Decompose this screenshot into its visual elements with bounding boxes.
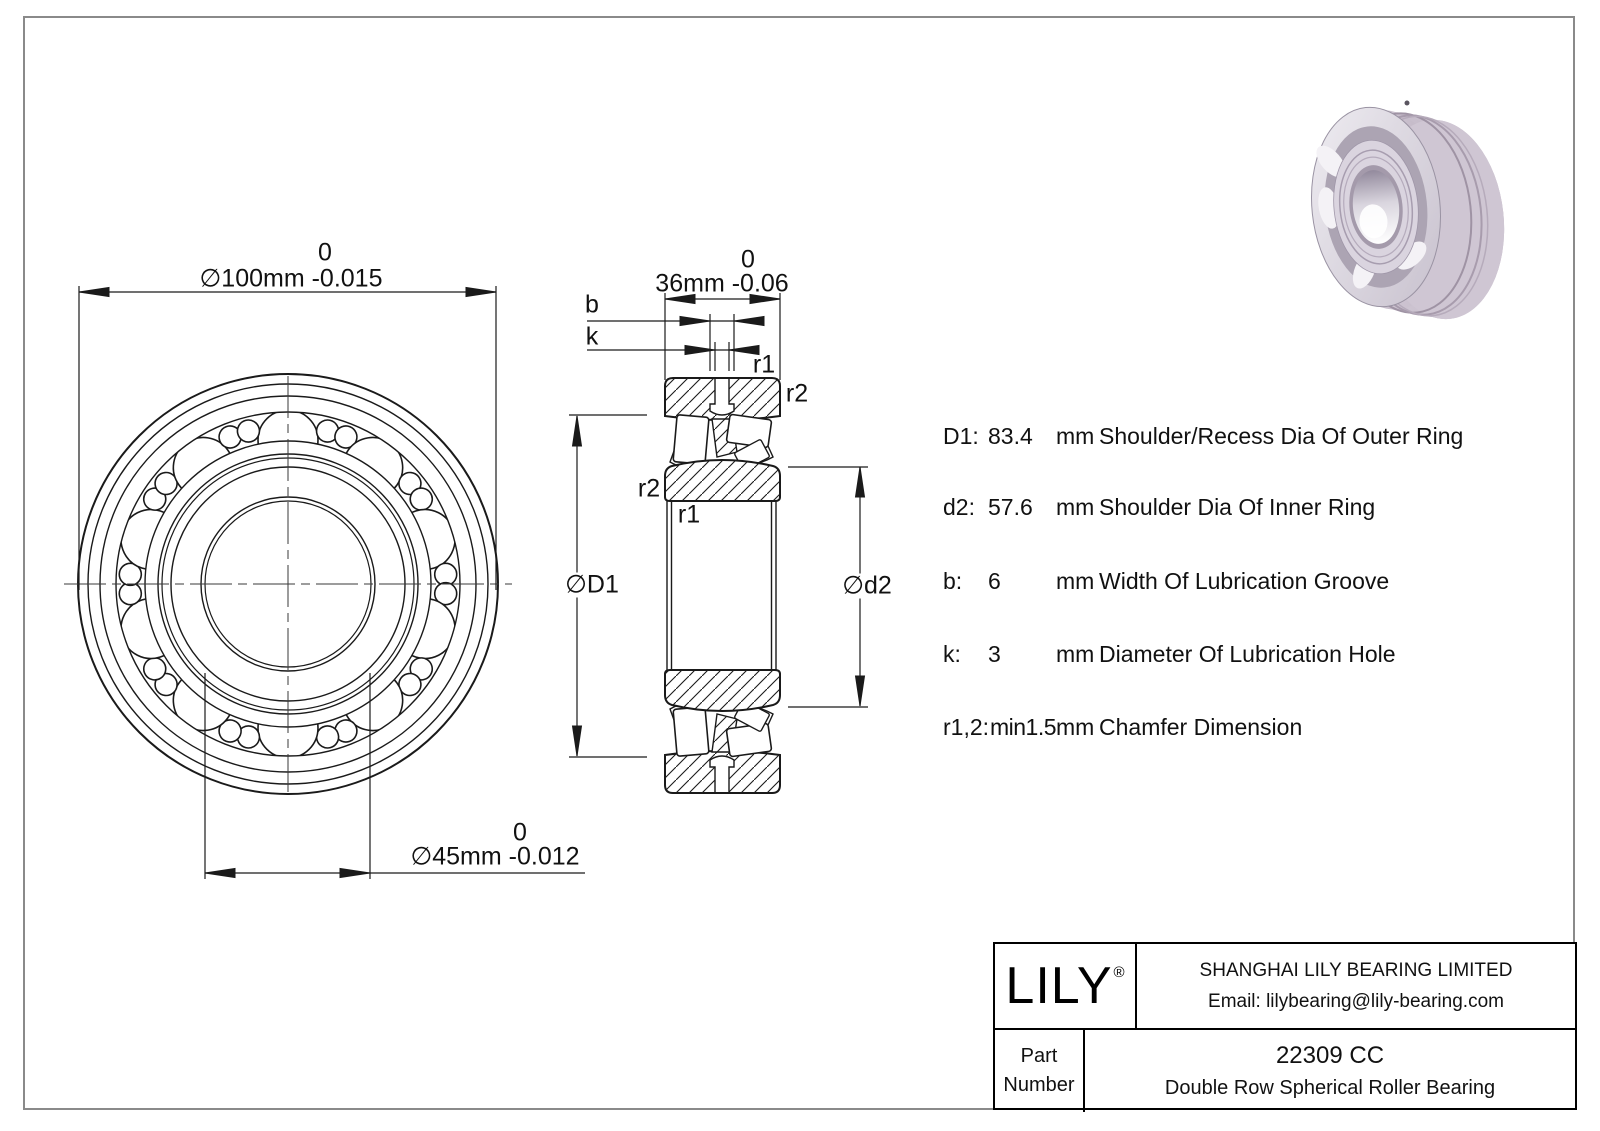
spec-value: 57.6: [988, 494, 1033, 520]
section-width-dim: 36mm -0.06: [655, 269, 789, 298]
front-bore-dim-upper-tolerance: 0: [513, 818, 527, 847]
label-r1-side: r1: [677, 500, 701, 529]
logo-text: LILY: [1005, 957, 1113, 1015]
company-email: Email: lilybearing@lily-bearing.com: [1208, 990, 1504, 1012]
lily-logo: LILY®: [1005, 956, 1124, 1016]
front-bore-diameter-dim: ∅45mm -0.012: [410, 842, 580, 871]
part-cell: 22309 CC Double Row Spherical Roller Bea…: [1085, 1030, 1575, 1112]
company-name: SHANGHAI LILY BEARING LIMITED: [1199, 959, 1513, 981]
spec-label: D1:: [943, 423, 979, 449]
label-b: b: [585, 290, 599, 319]
part-number: 22309 CC: [1275, 1042, 1385, 1069]
part-name: Double Row Spherical Roller Bearing: [1164, 1077, 1496, 1099]
spec-row-k: k: 3 mm Diameter Of Lubrication Hole: [943, 638, 1573, 670]
section-width-dim-upper-tolerance: 0: [741, 245, 755, 274]
company-cell: SHANGHAI LILY BEARING LIMITED Email: lil…: [1137, 944, 1575, 1028]
spec-value: min1.5: [990, 714, 1057, 740]
spec-row-d2: d2: 57.6 mm Shoulder Dia Of Inner Ring: [943, 491, 1573, 523]
label-r2-top: r2: [785, 379, 809, 408]
product-photo: [1310, 100, 1505, 320]
spec-unit: mm: [1056, 494, 1095, 520]
spec-value: 3: [988, 641, 1001, 667]
spec-desc: Shoulder Dia Of Inner Ring: [1099, 494, 1376, 520]
title-block: LILY® SHANGHAI LILY BEARING LIMITED Emai…: [993, 942, 1577, 1112]
part-number-label: Part Number: [995, 1030, 1085, 1112]
front-outer-dim-upper-tolerance: 0: [318, 238, 332, 267]
photo-dot: [1404, 100, 1410, 106]
spec-label: b:: [943, 568, 963, 594]
label-r1-top: r1: [752, 350, 776, 379]
spec-unit: mm: [1056, 568, 1095, 594]
spec-row-d1: D1: 83.4 mm Shoulder/Recess Dia Of Outer…: [943, 420, 1573, 452]
logo-cell: LILY®: [995, 944, 1137, 1028]
spec-unit: mm: [1056, 423, 1095, 449]
spec-desc: Diameter Of Lubrication Hole: [1099, 641, 1396, 667]
spec-value: 6: [988, 568, 1001, 594]
centerlines: [64, 376, 512, 792]
spec-desc: Shoulder/Recess Dia Of Outer Ring: [1099, 423, 1464, 449]
front-view: [64, 286, 585, 879]
spec-row-b: b: 6 mm Width Of Lubrication Groove: [943, 565, 1573, 597]
label-r2-side: r2: [637, 474, 661, 503]
spec-unit: mm: [1056, 641, 1095, 667]
registered-mark: ®: [1113, 964, 1126, 981]
front-outer-diameter-dim: ∅100mm -0.015: [199, 264, 383, 293]
spec-desc: Chamfer Dimension: [1099, 714, 1303, 740]
label-d1: ∅D1: [561, 572, 623, 598]
spec-row-r12: r1,2: min1.5 mm Chamfer Dimension: [943, 711, 1573, 743]
spec-desc: Width Of Lubrication Groove: [1099, 568, 1390, 594]
spec-label: r1,2:: [943, 714, 990, 740]
spec-label: d2:: [943, 494, 975, 520]
spec-label: k:: [943, 641, 961, 667]
label-d2: ∅d2: [838, 573, 896, 599]
label-k: k: [585, 322, 599, 351]
section-view: [569, 293, 868, 794]
spec-unit: mm: [1056, 714, 1095, 740]
spec-value: 83.4: [988, 423, 1033, 449]
